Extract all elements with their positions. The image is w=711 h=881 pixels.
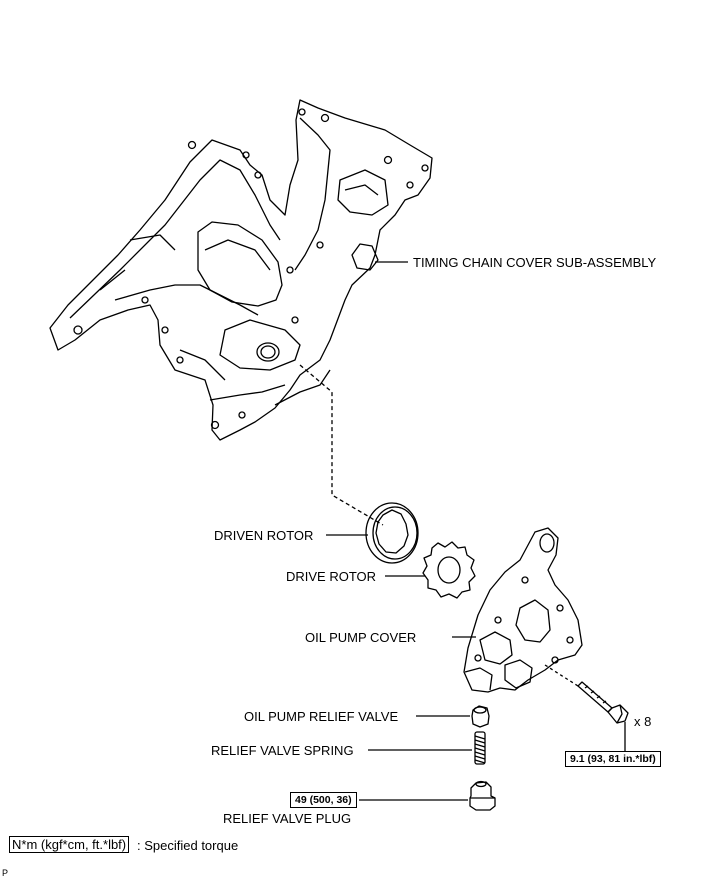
plug-torque-box: 49 (500, 36) xyxy=(290,792,357,808)
legend-torque-box: N*m (kgf*cm, ft.*lbf) xyxy=(9,836,130,853)
relief-valve-label: OIL PUMP RELIEF VALVE xyxy=(244,709,399,724)
corner-mark: P xyxy=(2,868,9,878)
bolt-quantity-label: x 8 xyxy=(634,714,652,729)
relief-spring-label: RELIEF VALVE SPRING xyxy=(211,743,354,758)
drive-rotor-label: DRIVE ROTOR xyxy=(286,569,377,584)
relief-plug-label: RELIEF VALVE PLUG xyxy=(223,811,352,826)
legend-text: : Specified torque xyxy=(137,838,239,853)
oil-pump-cover-drawing xyxy=(463,527,583,693)
relief-plug-drawing xyxy=(469,780,496,811)
driven-rotor-label: DRIVEN ROTOR xyxy=(214,528,314,543)
bolt-dashed-line xyxy=(544,664,579,687)
timing-chain-cover-drawing xyxy=(49,99,433,441)
timing-chain-cover-label: TIMING CHAIN COVER SUB-ASSEMBLY xyxy=(413,255,657,270)
relief-valve-drawing xyxy=(471,705,490,728)
relief-spring-drawing xyxy=(474,731,486,765)
bolt-torque-box: 9.1 (93, 81 in.*lbf) xyxy=(565,751,661,767)
bolt-drawing xyxy=(577,681,629,724)
driven-rotor-drawing xyxy=(365,502,419,564)
drive-rotor-drawing xyxy=(422,541,476,599)
alignment-dashed-line xyxy=(299,364,384,526)
oil-pump-cover-label: OIL PUMP COVER xyxy=(305,630,417,645)
